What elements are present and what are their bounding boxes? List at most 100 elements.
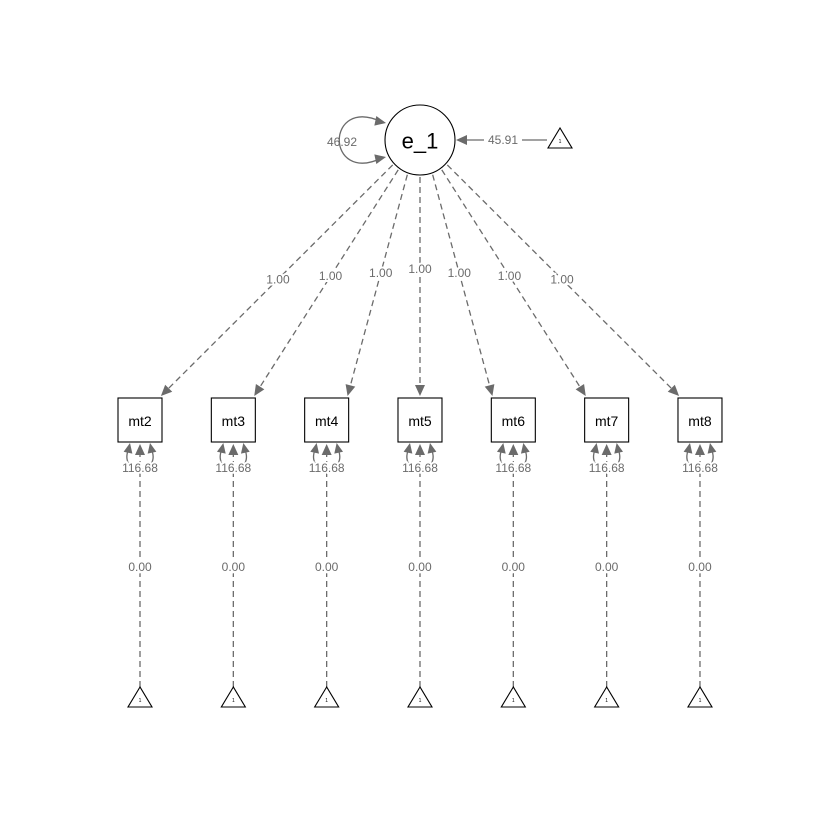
loading-label-mt5: 1.00 [408,262,432,276]
residual-arrowhead-right-mt4 [334,443,344,454]
residual-arrowhead-left-mt7 [590,443,600,454]
residual-loop-mt4 [313,445,341,470]
latent-mean-constant-label: 1 [559,139,562,145]
residual-arrowhead-left-mt3 [216,443,226,454]
intercept-constant-label-mt3: 1 [232,698,235,704]
residual-arrowhead-right-mt7 [614,443,624,454]
latent-mean-label: 45.91 [488,133,518,147]
loading-label-mt3: 1.00 [319,269,343,283]
residual-arrowhead-left-mt5 [403,443,413,454]
intercept-label-mt2: 0.00 [128,560,152,574]
intercept-constant-label-mt6: 1 [512,698,515,704]
intercept-constant-label-mt7: 1 [605,698,608,704]
residual-loop-mt2 [126,445,154,470]
residual-variance-label-mt4: 116.68 [309,461,345,475]
indicator-node-label-mt3: mt3 [222,413,246,429]
residual-loop-mt6 [499,445,527,470]
intercept-constant-triangle-mt3 [220,685,247,708]
residual-arrowhead-left-mt6 [496,443,506,454]
loading-label-mt6: 1.00 [448,266,472,280]
indicator-node-mt3 [210,397,256,443]
intercept-constant-triangle-mt5 [407,685,433,708]
indicator-node-mt4 [304,397,350,443]
residual-loop-mt5 [406,445,434,470]
intercept-label-mt7: 0.00 [595,560,619,574]
residual-loop-mt7 [593,445,621,470]
residual-variance-label-mt3: 116.68 [215,461,251,475]
loading-path-mt7 [441,169,581,388]
intercept-path-mt3-arrowhead [228,444,239,455]
loading-label-mt2: 1.00 [266,272,290,286]
latent-mean-path-arrowhead [456,135,467,145]
loading-label-mt8: 1.00 [550,272,574,286]
loading-path-mt6 [432,174,491,386]
residual-variance-label-mt6: 116.68 [495,461,531,475]
loading-path-mt6-arrowhead [484,384,495,396]
residual-arrowhead-left-mt4 [310,443,320,454]
intercept-label-mt6: 0.00 [502,560,526,574]
intercept-constant-label-mt4: 1 [325,698,328,704]
residual-arrowhead-right-mt3 [240,443,250,454]
indicator-node-label-mt6: mt6 [502,413,526,429]
indicator-node-label-mt2: mt2 [128,413,152,429]
residual-arrowhead-left-mt2 [123,443,133,454]
loading-label-mt7: 1.00 [498,269,522,283]
loading-path-mt2 [168,164,394,389]
loading-path-mt7-arrowhead [575,384,586,396]
latent-mean-label-bg [484,132,522,148]
intercept-path-mt5-arrowhead [414,444,425,455]
loading-label-mt4: 1.00 [369,266,393,280]
residual-arrowhead-right-mt8 [707,443,717,454]
intercept-constant-label-mt8: 1 [699,698,702,704]
intercept-label-mt5: 0.00 [408,560,432,574]
loading-path-mt4 [349,174,408,386]
intercept-constant-triangle-mt4 [313,685,340,708]
latent-node-label: e_1 [402,129,439,154]
intercept-constant-label-mt2: 1 [139,698,142,704]
nodes-layer: e_1 mt2 mt3 mt4 mt5 mt6 mt7 mt8 [117,104,723,708]
indicator-node-mt2 [117,397,163,443]
latent-node-e_1 [384,104,456,176]
intercept-path-mt8-arrowhead [694,444,705,455]
loading-path-mt4-arrowhead [345,384,356,396]
indicator-node-mt5 [397,397,443,443]
indicator-node-label-mt5: mt5 [408,413,432,429]
loading-path-mt3 [259,169,399,388]
intercept-path-mt2-arrowhead [135,444,145,455]
residual-loop-mt3 [219,445,247,470]
loading-path-mt8-arrowhead [667,384,680,396]
residual-variance-label-mt5: 116.68 [402,461,438,475]
residual-variance-label-mt2: 116.68 [122,461,158,475]
loading-path-mt3-arrowhead [254,384,265,396]
intercept-constant-triangle-mt6 [500,685,527,708]
residual-variance-label-mt7: 116.68 [589,461,625,475]
edges-layer [123,115,717,687]
residual-arrowhead-left-mt8 [683,443,693,454]
indicator-node-label-mt8: mt8 [688,413,712,429]
residual-arrowhead-right-mt6 [520,443,530,454]
residual-variance-label-mt8: 116.68 [682,461,718,475]
latent-variance-label: 46.92 [327,135,357,149]
residual-loop-mt8 [686,445,714,470]
latent-variance-arrowhead-bottom [374,154,386,165]
intercept-constant-triangle-mt8 [687,685,713,708]
loading-path-mt2-arrowhead [160,384,173,396]
latent-mean-constant-triangle [547,126,573,149]
loading-path-mt5-arrowhead [414,384,425,396]
intercept-label-mt4: 0.00 [315,560,339,574]
intercept-constant-label-mt5: 1 [419,698,422,704]
intercept-constant-triangle-mt7 [593,685,620,708]
intercept-label-mt8: 0.00 [688,560,712,574]
latent-variance-loop [338,116,383,164]
intercept-constant-triangle-mt2 [127,685,153,708]
indicator-node-mt6 [490,397,536,443]
intercept-label-mt3: 0.00 [222,560,246,574]
indicator-node-label-mt7: mt7 [595,413,619,429]
indicator-node-mt7 [584,397,630,443]
intercept-path-mt4-arrowhead [321,444,332,455]
loading-path-mt8 [446,164,672,389]
indicator-node-mt8 [677,397,723,443]
intercept-path-mt7-arrowhead [601,444,612,455]
indicator-node-label-mt4: mt4 [315,413,339,429]
